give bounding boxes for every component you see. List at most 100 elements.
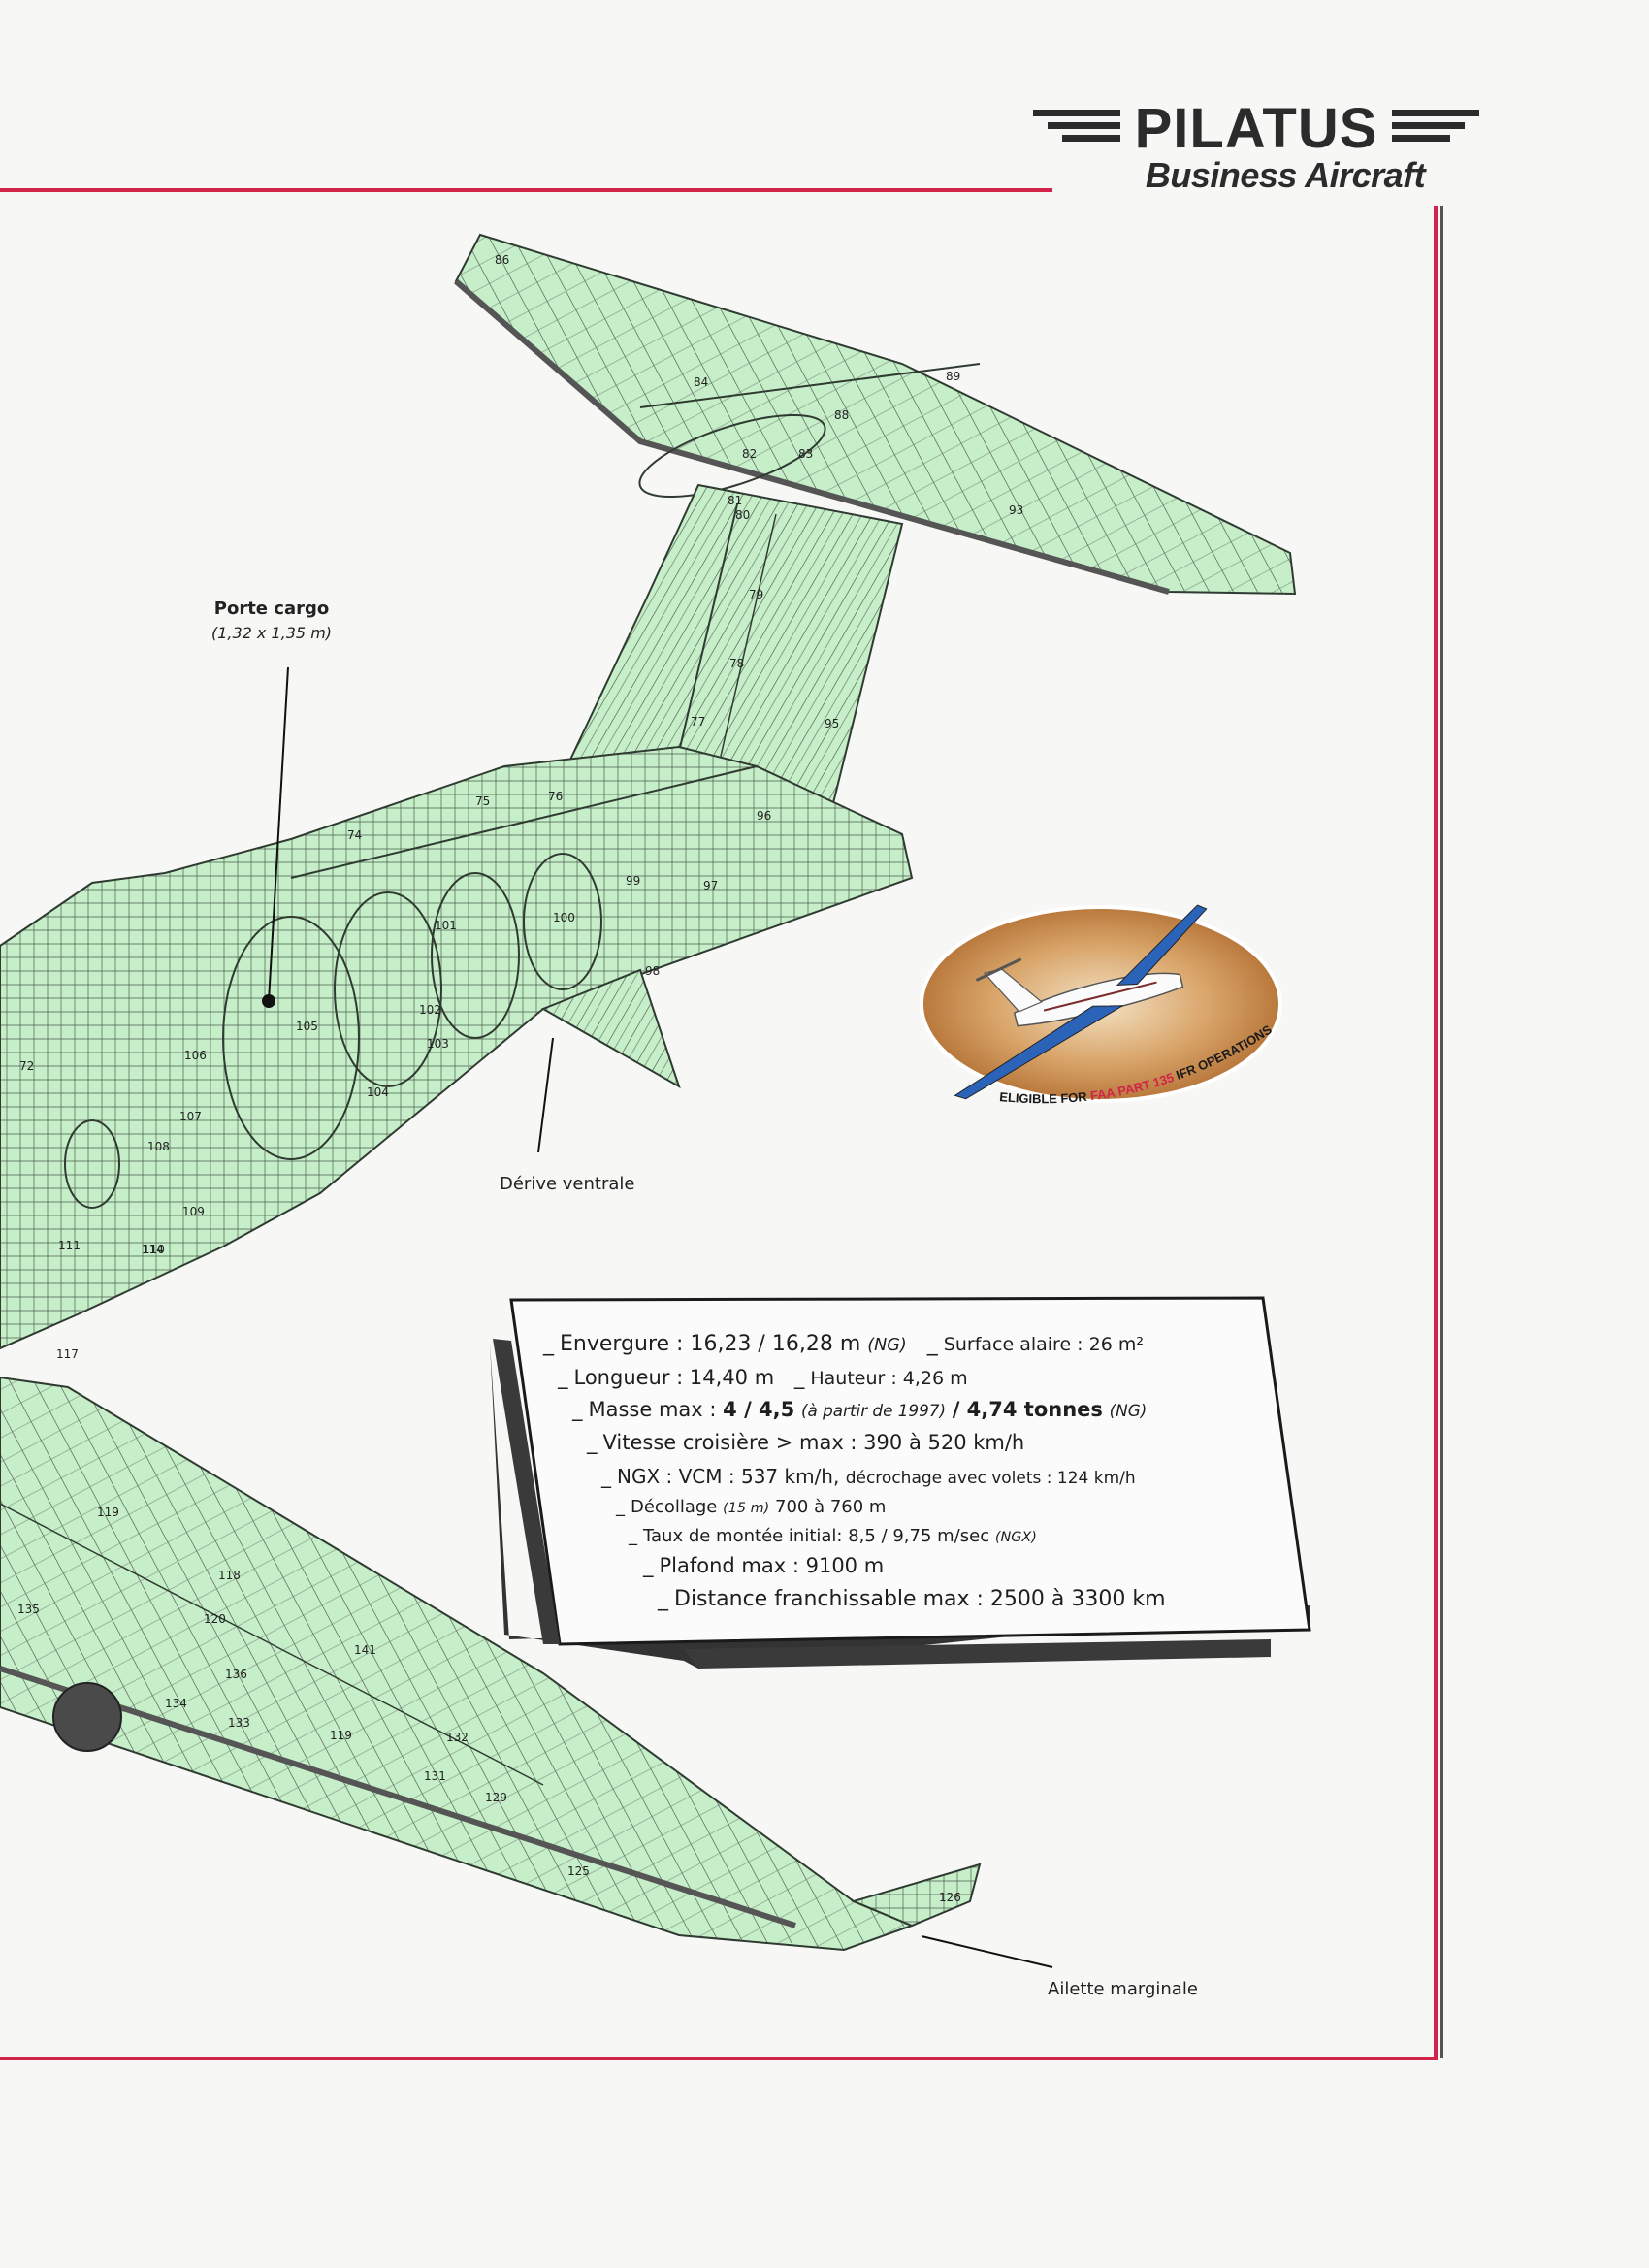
- part-number-label: 76: [548, 790, 563, 803]
- spec-range: Distance franchissable max : 2500 à 3300…: [674, 1587, 1166, 1611]
- part-number-label: 98: [645, 964, 660, 978]
- part-number-label: 108: [147, 1140, 170, 1153]
- specifications-list: _Envergure : 16,23 / 16,28 m (NG) _Surfa…: [504, 1300, 1261, 1649]
- spec-climb-note: (NGX): [994, 1530, 1037, 1545]
- part-number-label: 96: [757, 809, 771, 823]
- logo-title: PILATUS: [1134, 97, 1378, 160]
- part-number-label: 93: [1009, 503, 1023, 517]
- bottom-red-rule: [0, 2057, 1438, 2060]
- part-number-label: 83: [798, 447, 813, 461]
- spec-wingspan-line: _Envergure : 16,23 / 16,28 m (NG) _Surfa…: [543, 1332, 1144, 1356]
- spec-climb: Taux de montée initial: 8,5 / 9,75 m/sec: [643, 1526, 990, 1546]
- part-number-label: 75: [475, 794, 490, 808]
- pilatus-logo: PILATUS Business Aircraft: [1033, 97, 1479, 199]
- specs-frame: [490, 1296, 1311, 1669]
- part-number-label: 99: [626, 874, 640, 888]
- part-number-label: 132: [446, 1731, 469, 1744]
- spec-takeoff-note: (15 m): [723, 1501, 770, 1516]
- part-number-label: 120: [204, 1612, 226, 1626]
- part-number-label: 126: [939, 1891, 961, 1904]
- spec-mass-ng-note: (NG): [1109, 1401, 1148, 1420]
- cargo-door-dimensions: (1,32 x 1,35 m): [210, 624, 333, 642]
- part-number-label: 129: [485, 1791, 507, 1804]
- spec-cruise-line: _Vitesse croisière > max : 390 à 520 km/…: [587, 1431, 1025, 1454]
- spec-mass-line: _Masse max : 4 / 4,5 (à partir de 1997) …: [572, 1398, 1148, 1421]
- spec-wing-area: Surface alaire : 26 m²: [943, 1334, 1144, 1355]
- spec-range-line: _Distance franchissable max : 2500 à 330…: [658, 1587, 1166, 1611]
- spec-length: Longueur : 14,40 m: [573, 1366, 775, 1389]
- spec-takeoff-line: _Décollage (15 m) 700 à 760 m: [616, 1497, 887, 1517]
- part-number-label: 95: [824, 717, 839, 730]
- part-number-label: 78: [729, 657, 744, 670]
- part-number-label: 102: [419, 1003, 441, 1017]
- spec-ngx-vcm: NGX : VCM : 537 km/h,: [617, 1465, 840, 1488]
- logo-stripes-right: [1392, 110, 1479, 147]
- wing: [0, 1376, 982, 1952]
- part-number-label: 72: [19, 1059, 34, 1073]
- spec-ceiling-line: _Plafond max : 9100 m: [643, 1554, 885, 1577]
- part-number-label: 136: [225, 1668, 247, 1681]
- part-number-label: 97: [703, 879, 718, 892]
- badge-text-prefix: ELIGIBLE FOR: [999, 1088, 1091, 1106]
- part-number-label: 81: [728, 494, 742, 507]
- spec-cruise-speed: Vitesse croisière > max : 390 à 520 km/h: [602, 1431, 1025, 1454]
- part-number-label: 117: [56, 1347, 79, 1361]
- part-number-label: 106: [184, 1049, 207, 1062]
- part-number-label: 107: [179, 1110, 202, 1123]
- part-number-label: 82: [742, 447, 757, 461]
- part-number-label: 141: [354, 1643, 376, 1657]
- part-number-label: 86: [495, 253, 509, 267]
- part-number-label: 119: [330, 1729, 352, 1742]
- part-number-label: 77: [691, 715, 705, 729]
- spec-height: Hauteur : 4,26 m: [810, 1368, 968, 1389]
- part-number-label: 125: [567, 1864, 590, 1878]
- part-number-label: 103: [427, 1037, 449, 1051]
- part-number-label: 89: [946, 370, 960, 383]
- part-number-label: 135: [17, 1603, 40, 1616]
- part-number-label: 131: [424, 1769, 446, 1783]
- part-number-label: 118: [218, 1569, 241, 1582]
- spec-mass-values: 4 / 4,5: [723, 1398, 795, 1421]
- spec-mass-ng: / 4,74 tonnes: [952, 1398, 1103, 1421]
- part-number-label: 74: [347, 828, 362, 842]
- part-number-label: 110: [143, 1243, 165, 1256]
- spec-wingspan: Envergure : 16,23 / 16,28 m: [560, 1332, 861, 1356]
- spec-length-line: _Longueur : 14,40 m _Hauteur : 4,26 m: [558, 1366, 968, 1389]
- spec-ngx-line: _NGX : VCM : 537 km/h, décrochage avec v…: [601, 1465, 1136, 1488]
- ventral-fin-callout-line: [537, 1037, 554, 1153]
- part-number-label: 109: [182, 1205, 205, 1218]
- part-number-label: 79: [749, 588, 763, 601]
- winglet-label: Ailette marginale: [1048, 1979, 1198, 1999]
- part-number-label: 84: [694, 375, 708, 389]
- part-number-label: 114: [142, 1243, 164, 1256]
- spec-mass-prefix: Masse max :: [588, 1398, 724, 1421]
- spec-takeoff-prefix: Décollage: [630, 1497, 718, 1517]
- spec-wingspan-note: (NG): [867, 1336, 907, 1355]
- spec-ceiling: Plafond max : 9100 m: [659, 1554, 885, 1577]
- part-number-label: 111: [58, 1239, 81, 1252]
- part-number-label: 101: [435, 919, 457, 932]
- faa-eligibility-badge: ELIGIBLE FOR FAA PART 135 IFR OPERATIONS: [920, 904, 1282, 1106]
- spec-mass-note: (à partir de 1997): [800, 1401, 946, 1420]
- top-red-rule: [0, 188, 1052, 192]
- horizontal-stabilizer: [454, 233, 1297, 596]
- logo-stripes-left: [1033, 110, 1120, 147]
- part-number-label: 105: [296, 1020, 318, 1033]
- spec-stall: décrochage avec volets : 124 km/h: [845, 1469, 1136, 1488]
- logo-subtitle: Business Aircraft: [1145, 155, 1426, 195]
- part-number-label: 134: [165, 1697, 187, 1710]
- cargo-door-callout-line: [268, 666, 289, 1002]
- badge-aircraft: [954, 904, 1208, 1100]
- ventral-fin-label: Dérive ventrale: [500, 1174, 635, 1194]
- spec-takeoff-value: 700 à 760 m: [775, 1497, 887, 1517]
- right-red-rule: [1434, 206, 1438, 2058]
- cargo-door-label: Porte cargo: [213, 599, 330, 619]
- part-number-label: 133: [228, 1716, 250, 1730]
- part-number-label: 100: [553, 911, 575, 924]
- part-number-label: 104: [367, 1085, 389, 1099]
- fuselage: [0, 745, 914, 1350]
- spec-climb-line: _Taux de montée initial: 8,5 / 9,75 m/se…: [629, 1526, 1037, 1546]
- part-number-label: 80: [735, 508, 750, 522]
